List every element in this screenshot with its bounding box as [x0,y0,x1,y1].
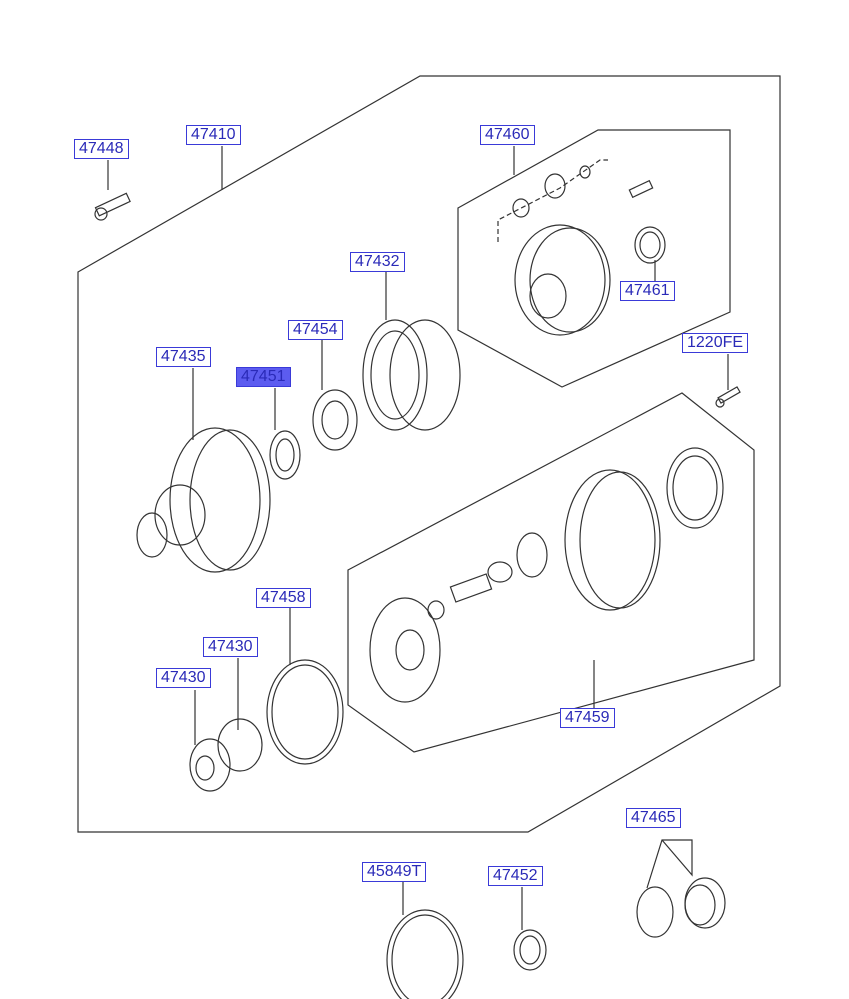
bolt-1220FE [715,386,741,408]
assembly-outline-47460 [457,129,731,388]
part-label-47452[interactable]: 47452 [488,866,543,886]
assembly-outline-47459 [347,392,755,753]
part-47459 [369,447,724,703]
part-label-47410[interactable]: 47410 [186,125,241,145]
assembly-outline-47410 [77,75,781,833]
part-label-45849T[interactable]: 45849T [362,862,427,882]
part-label-47448[interactable]: 47448 [74,139,129,159]
bolt-47448 [94,192,131,221]
part-47458 [266,659,344,765]
part-47432 [362,319,461,431]
part-45849T [386,909,464,999]
part-label-47451-selected[interactable]: 47451 [236,367,291,387]
part-47435 [136,427,271,573]
part-47465 [636,877,726,938]
leader-lines [107,146,729,930]
part-label-47454[interactable]: 47454 [288,320,343,340]
part-label-47465[interactable]: 47465 [626,808,681,828]
part-label-47435[interactable]: 47435 [156,347,211,367]
part-47452 [513,929,547,971]
part-47460 [497,159,654,336]
part-label-47430-upper[interactable]: 47430 [203,637,258,657]
part-label-47430-lower[interactable]: 47430 [156,668,211,688]
part-label-47458[interactable]: 47458 [256,588,311,608]
part-label-47432[interactable]: 47432 [350,252,405,272]
part-47454 [312,389,358,451]
part-label-47459[interactable]: 47459 [560,708,615,728]
part-47461 [634,226,666,264]
part-label-1220FE[interactable]: 1220FE [682,333,749,353]
part-47430-gears [189,718,263,792]
part-label-47461[interactable]: 47461 [620,281,675,301]
part-label-47460[interactable]: 47460 [480,125,535,145]
part-47451 [269,430,301,480]
